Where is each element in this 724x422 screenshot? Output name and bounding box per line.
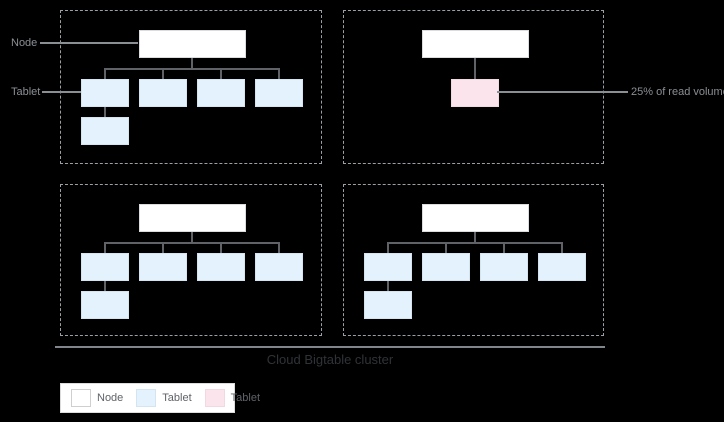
tablet-box bbox=[139, 79, 187, 107]
connector-node-stub bbox=[474, 232, 476, 243]
connector-node-stub bbox=[474, 58, 476, 79]
read-volume-leader-line bbox=[497, 91, 628, 93]
tablet-box bbox=[197, 79, 245, 107]
connector-drop bbox=[104, 69, 106, 79]
connector-drop bbox=[561, 243, 563, 253]
node-box bbox=[422, 30, 529, 58]
connector-drop bbox=[503, 243, 505, 253]
tablet-box bbox=[538, 253, 586, 281]
node-box bbox=[139, 204, 246, 232]
tablet-box bbox=[364, 291, 412, 319]
connector-extra-stub bbox=[104, 281, 106, 291]
cluster-divider-line bbox=[55, 346, 605, 348]
legend-label-tablet-pink: Tablet bbox=[230, 392, 261, 404]
legend-item-tablet-blue: Tablet bbox=[136, 389, 192, 407]
legend-item-node: Node bbox=[71, 389, 123, 407]
tablet-box bbox=[422, 253, 470, 281]
connector-drop bbox=[104, 243, 106, 253]
tablet-label: Tablet bbox=[11, 86, 41, 98]
node-box bbox=[422, 204, 529, 232]
tablet-box bbox=[197, 253, 245, 281]
node-group-4 bbox=[343, 184, 604, 336]
node-group-2 bbox=[343, 10, 604, 164]
legend-item-tablet-pink: Tablet bbox=[204, 389, 261, 407]
node-box bbox=[139, 30, 246, 58]
connector-bus bbox=[104, 242, 280, 244]
connector-bus bbox=[104, 68, 280, 70]
read-volume-label: 25% of read volume bbox=[631, 86, 724, 98]
connector-drop bbox=[445, 243, 447, 253]
node-leader-line bbox=[40, 42, 138, 44]
legend-swatch-tablet-blue bbox=[136, 389, 157, 407]
connector-node-stub bbox=[191, 232, 193, 243]
node-label: Node bbox=[11, 37, 38, 49]
connector-drop bbox=[278, 69, 280, 79]
tablet-leader-line bbox=[42, 91, 81, 93]
connector-drop bbox=[220, 69, 222, 79]
connector-extra-stub bbox=[104, 107, 106, 117]
connector-drop bbox=[220, 243, 222, 253]
tablet-box bbox=[81, 79, 129, 107]
connector-drop bbox=[387, 243, 389, 253]
legend-label-tablet-blue: Tablet bbox=[162, 392, 192, 404]
connector-extra-stub bbox=[387, 281, 389, 291]
node-group-3 bbox=[60, 184, 322, 336]
legend-swatch-tablet-pink bbox=[204, 389, 225, 407]
connector-drop bbox=[162, 69, 164, 79]
connector-drop bbox=[278, 243, 280, 253]
connector-drop bbox=[162, 243, 164, 253]
legend-swatch-node bbox=[71, 389, 91, 407]
hot-tablet-box bbox=[451, 79, 499, 107]
connector-node-stub bbox=[191, 58, 193, 69]
tablet-box bbox=[255, 79, 303, 107]
legend: Node Tablet Tablet bbox=[60, 383, 260, 413]
tablet-box bbox=[139, 253, 187, 281]
tablet-box bbox=[480, 253, 528, 281]
node-group-1 bbox=[60, 10, 322, 164]
tablet-box bbox=[81, 117, 129, 145]
cluster-label: Cloud Bigtable cluster bbox=[266, 352, 394, 367]
tablet-box bbox=[364, 253, 412, 281]
tablet-box bbox=[81, 291, 129, 319]
tablet-box bbox=[81, 253, 129, 281]
legend-label-node: Node bbox=[97, 392, 124, 404]
connector-bus bbox=[387, 242, 563, 244]
tablet-box bbox=[255, 253, 303, 281]
